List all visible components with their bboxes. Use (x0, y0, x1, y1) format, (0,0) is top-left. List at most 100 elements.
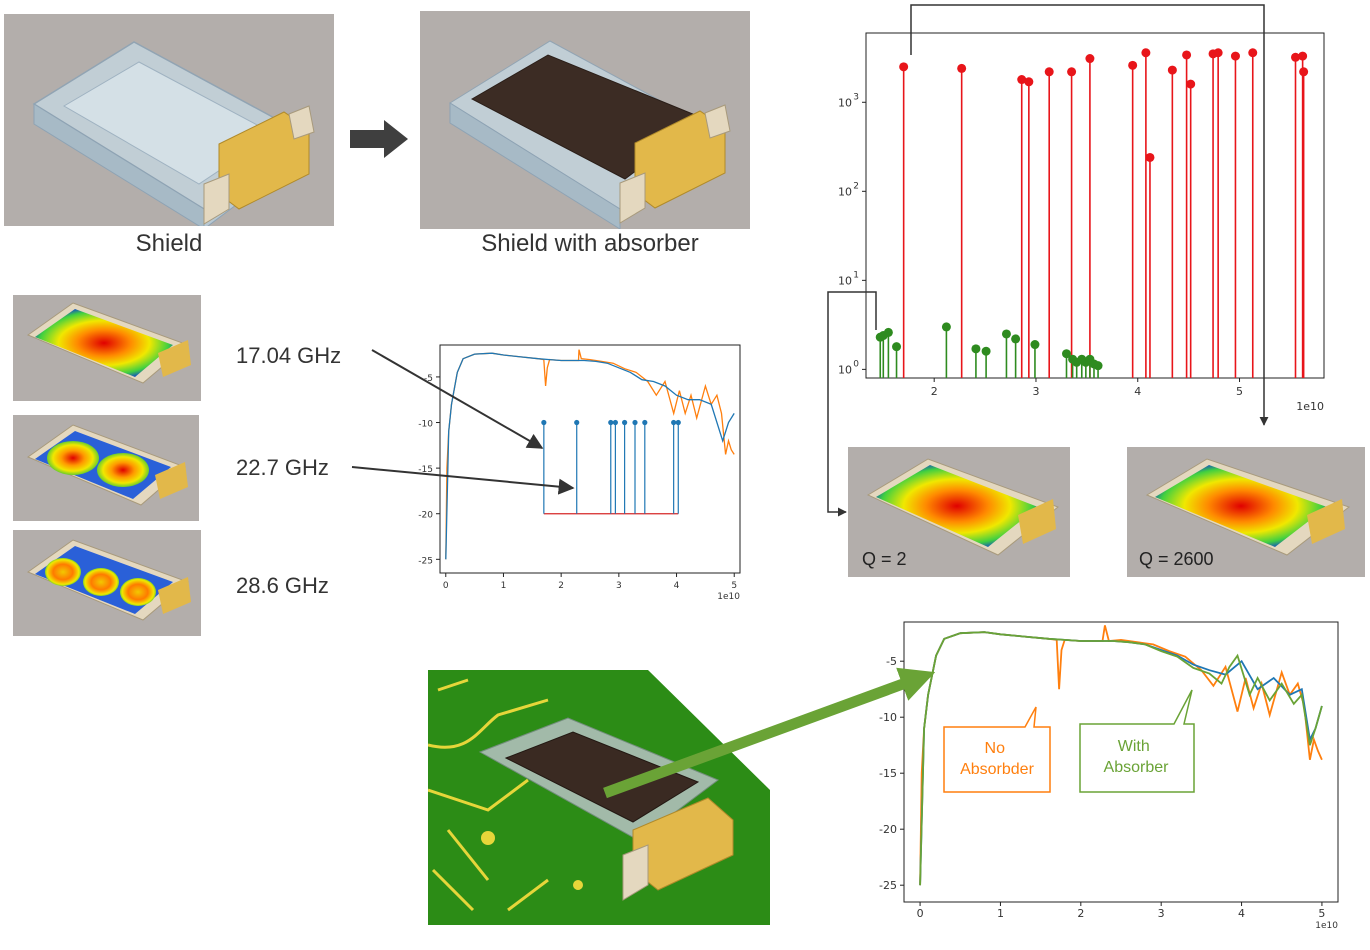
mode-pattern-2 (13, 415, 199, 521)
stem-marker (1067, 67, 1077, 77)
x-tick-label: 1 (997, 907, 1004, 920)
x-tick-label: 2 (1077, 907, 1084, 920)
stem-marker (1128, 60, 1138, 70)
stem-marker (608, 419, 614, 426)
callout-with-absorber: With Absorber (1079, 689, 1195, 793)
x-offset-label: 1e10 (1315, 921, 1338, 931)
stem-marker (541, 419, 547, 426)
stem-marker (899, 62, 909, 72)
x-tick-label: 2 (558, 581, 564, 591)
y-tick-label: -10 (418, 420, 433, 430)
callout-no-absorber-line-2: Absorbder (960, 761, 1034, 778)
y-tick-label: -25 (879, 879, 897, 892)
stem-marker (675, 419, 681, 426)
y-tick-label: -5 (424, 374, 433, 384)
y-tick-exponent: 0 (853, 359, 859, 369)
y-tick-label: -15 (418, 465, 433, 475)
stem-marker (1093, 361, 1103, 371)
shield-absorber-render-panel (420, 11, 750, 230)
x-offset-label: 1e10 (717, 592, 740, 600)
callout-with-absorber-line-2: Absorber (1104, 759, 1170, 776)
stem-marker (574, 419, 580, 426)
y-tick-exponent: 3 (853, 92, 859, 102)
callout-with-absorber-line-1: With (1118, 738, 1150, 755)
mode-frequency-3: 28.6 GHz (236, 573, 329, 598)
q-high-label: Q = 2600 (1139, 549, 1214, 569)
shield-absorber-3d-model (449, 40, 731, 230)
q-high-mode-panel: Q = 2600 (1127, 447, 1365, 577)
series-line (919, 631, 1323, 886)
y-tick-label: -15 (879, 767, 897, 780)
pcb-render-panel (428, 670, 770, 925)
y-tick-label: -25 (418, 556, 433, 566)
stem-marker (1024, 77, 1034, 87)
y-tick-label: -20 (879, 823, 897, 836)
stem-marker (1145, 152, 1155, 162)
x-tick-label: 5 (1318, 907, 1325, 920)
stem-marker (1167, 65, 1177, 75)
y-tick-label: -5 (886, 655, 897, 668)
y-tick-label: 10 (838, 363, 852, 376)
stem-marker (612, 419, 618, 426)
q-low-mode-panel: Q = 2 (848, 447, 1070, 577)
shield-caption: Shield (135, 230, 203, 257)
stem-marker (1182, 50, 1192, 60)
y-tick-label: 10 (838, 96, 852, 109)
x-tick-label: 5 (1236, 385, 1243, 398)
x-tick-label: 3 (616, 581, 622, 591)
stem-marker (1230, 51, 1240, 61)
x-tick-label: 5 (731, 581, 737, 591)
stem-marker (622, 419, 628, 426)
y-tick-label: -10 (879, 711, 897, 724)
callout-no-absorber-line-1: No (985, 740, 1006, 757)
arrow-right-icon (350, 120, 408, 158)
x-tick-label: 3 (1032, 385, 1039, 398)
stem-marker (1011, 334, 1021, 344)
x-tick-label: 1 (501, 581, 507, 591)
stem-marker (1213, 48, 1223, 58)
stem-marker (971, 344, 981, 354)
pcb-3d-model (428, 670, 770, 912)
y-tick-exponent: 2 (853, 181, 859, 191)
stem-marker (671, 419, 677, 426)
plot-frame (865, 32, 1325, 379)
stem-marker (1248, 48, 1258, 58)
stem-marker (632, 419, 638, 426)
stem-marker (1085, 54, 1095, 64)
stem-marker (1044, 67, 1054, 77)
stem-marker (981, 346, 991, 356)
x-tick-label: 0 (917, 907, 924, 920)
shield-render-panel (4, 14, 334, 230)
stem-marker (1299, 67, 1309, 77)
q-low-label: Q = 2 (862, 549, 907, 569)
stem-marker (892, 342, 902, 352)
y-tick-label: 10 (838, 185, 852, 198)
y-tick-exponent: 1 (853, 270, 859, 280)
stem-marker (957, 63, 967, 73)
x-offset-label: 1e10 (1296, 400, 1324, 413)
shield-3d-model (32, 41, 315, 230)
stem-marker (642, 419, 648, 426)
stem-marker (1186, 79, 1196, 89)
x-tick-label: 0 (443, 581, 449, 591)
svg-text:With Absorber: With Absorber (1104, 738, 1170, 776)
mode-pattern-3 (13, 530, 201, 636)
stem-marker (1291, 52, 1301, 62)
svg-text:No Absorbder: No Absorbder (960, 740, 1034, 778)
stem-marker (1030, 340, 1040, 350)
shield-absorber-caption: Shield with absorber (481, 230, 699, 257)
x-tick-label: 4 (1238, 907, 1245, 920)
mode-pattern-1 (13, 295, 201, 401)
x-tick-label: 4 (1134, 385, 1141, 398)
callout-no-absorber: No Absorbder (943, 706, 1051, 793)
plot-frame (439, 344, 741, 574)
stem-marker (1001, 329, 1011, 339)
stem-marker (883, 327, 893, 337)
stem-marker (1141, 48, 1151, 58)
stem-marker (941, 322, 951, 332)
x-tick-label: 2 (931, 385, 938, 398)
